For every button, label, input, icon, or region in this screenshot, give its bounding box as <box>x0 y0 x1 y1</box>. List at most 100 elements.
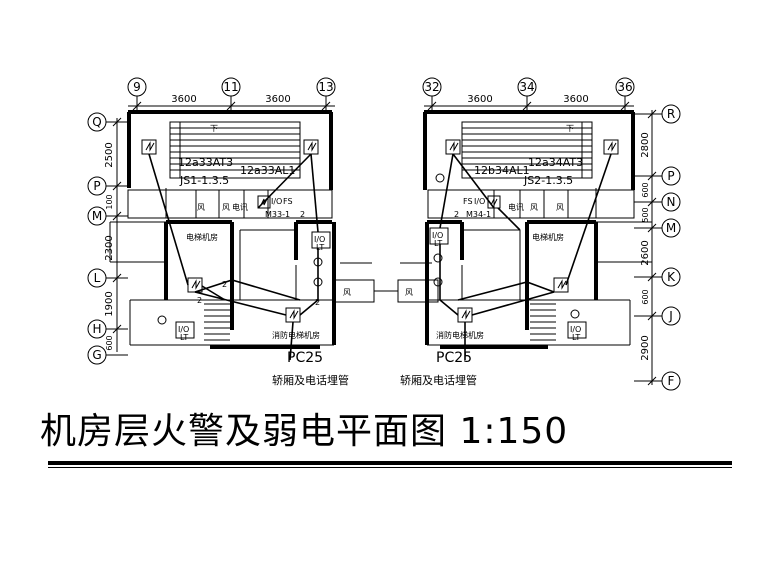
col-dim-right-2: 3600 <box>563 94 588 105</box>
col-dim-right-1: 3600 <box>467 94 492 105</box>
io-label-left-2: I/O <box>178 325 189 334</box>
smoke-detector-left-2 <box>303 139 319 155</box>
pipe-note-left: 轿厢及电话埋管 <box>272 373 349 387</box>
link-fan-label-right: 风 <box>405 288 413 297</box>
fan-label-right-2: 风 <box>556 203 564 212</box>
stair-left-lower <box>204 303 230 341</box>
phone-outlet-right-2 <box>433 277 443 287</box>
room-label-left-machine: 电梯机房 <box>186 232 218 242</box>
link-fan-label-left: 风 <box>343 288 351 297</box>
io-label-right-2: I/O <box>570 325 581 334</box>
room-label-left-telecom: 电讯 <box>232 202 248 212</box>
fs-label-right: FS <box>463 197 473 206</box>
right-plan-labels: 32 34 36 3600 3600 R P N M K J F 2800 60… <box>400 80 676 388</box>
cable-tag-right-1: 12b34AL1 <box>474 164 530 177</box>
smoke-detector-left-1 <box>141 139 157 155</box>
io-module-left-2 <box>175 321 195 339</box>
col-label-9: 9 <box>133 80 141 94</box>
drawing-title: 机房层火警及弱电平面图 1:150 <box>40 411 569 452</box>
io-label-right-1: I/O <box>432 231 443 240</box>
row-label-P: P <box>93 179 100 193</box>
panel-tag-left: M33-1 <box>265 210 290 219</box>
panel-tag-right: M34-1 <box>466 210 491 219</box>
pipe-label-right: PC25 <box>436 350 472 366</box>
corridor-band-left <box>127 189 333 219</box>
title-underline-thick <box>48 461 732 465</box>
io-label-right-top: I/O <box>474 197 485 206</box>
phone-outlet-right-1 <box>433 253 443 263</box>
stair-left <box>169 121 301 179</box>
cable-tag-right-2: 12a34AT3 <box>528 156 583 169</box>
smoke-detector-right-1 <box>445 139 461 155</box>
alarm-wiring-right <box>439 153 612 360</box>
io-module-left-1 <box>311 231 331 249</box>
stair-tag-right: JS2-1.3.5 <box>523 174 573 187</box>
fs-label-left: FS <box>283 197 293 206</box>
row-dim-left-1: 2500 <box>104 142 115 167</box>
lt-label-right-2: LT <box>572 333 580 342</box>
link-fan-box-right <box>397 279 439 303</box>
mark-left-3: 2 <box>197 296 202 305</box>
row-label-P-right: P <box>667 169 674 183</box>
pipe-label-left: PC25 <box>287 350 323 366</box>
row-label-H: H <box>92 322 101 336</box>
title-underline-thin <box>48 467 732 468</box>
down-label-right: 下 <box>566 124 574 133</box>
lt-label-left-1: LT <box>316 243 324 252</box>
row-label-N: N <box>667 195 676 209</box>
left-plan-labels: 9 11 13 3600 3600 Q P M L H G 2500 100 2… <box>92 80 349 387</box>
fan-label-left-2: 风 <box>222 203 230 212</box>
col-label-32: 32 <box>424 80 439 94</box>
phone-outlet-right-3 <box>435 173 445 183</box>
down-label-left: 下 <box>210 124 218 133</box>
io-label-left-1: I/O <box>314 235 325 244</box>
row-label-K: K <box>667 270 676 284</box>
row-label-R: R <box>667 107 675 121</box>
phone-outlet-right-4 <box>570 309 580 319</box>
room-label-right-machine: 电梯机房 <box>532 232 564 242</box>
corridor-band-right <box>427 189 635 219</box>
io-module-right-2 <box>567 321 587 339</box>
io-module-right-1 <box>429 227 449 245</box>
link-fan-box-left <box>333 279 375 303</box>
row-dim-left-4: 1900 <box>104 291 115 316</box>
row-label-L: L <box>94 271 101 285</box>
room-label-right-telecom: 电讯 <box>508 202 524 212</box>
mark-right-1: 2 <box>454 210 459 219</box>
row-label-M-right: M <box>666 221 676 235</box>
col-label-13: 13 <box>318 80 333 94</box>
cable-tag-left-1: 12a33AT3 <box>178 156 233 169</box>
lt-label-right-1: LT <box>434 239 442 248</box>
col-dim-left-2: 3600 <box>265 94 290 105</box>
col-label-34: 34 <box>519 80 534 94</box>
row-dim-right-6: 2900 <box>640 335 651 360</box>
row-dim-right-5: 600 <box>641 289 650 304</box>
io-label-left-top: I/O <box>271 197 282 206</box>
phone-outlet-left-3 <box>157 315 167 325</box>
room-label-left-fire-elevator: 消防电梯机房 <box>272 330 320 340</box>
mark-left-1: 2 <box>300 210 305 219</box>
row-dim-right-3: 500 <box>641 207 650 222</box>
stair-right <box>461 121 593 179</box>
row-label-G: G <box>92 348 101 362</box>
fan-label-right-1: 风 <box>530 203 538 212</box>
row-dim-right-4: 2600 <box>640 240 651 265</box>
pipe-note-right: 轿厢及电话埋管 <box>400 373 477 387</box>
col-label-11: 11 <box>223 80 238 94</box>
alarm-wiring-left <box>148 153 319 361</box>
row-dim-right-1: 2800 <box>640 132 651 157</box>
room-label-right-fire-elevator: 消防电梯机房 <box>436 330 484 340</box>
row-label-M: M <box>92 209 102 223</box>
mark-left-2: 2 <box>222 280 227 289</box>
lt-label-left-2: LT <box>180 333 188 342</box>
smoke-detector-right-2 <box>603 139 619 155</box>
smoke-detector-left-4 <box>285 307 301 323</box>
row-dim-left-2: 100 <box>105 194 114 209</box>
col-label-36: 36 <box>617 80 632 94</box>
row-label-J: J <box>668 309 673 323</box>
row-dim-left-5: 600 <box>105 335 114 350</box>
fan-label-left-1: 风 <box>197 203 205 212</box>
col-dim-left-1: 3600 <box>171 94 196 105</box>
row-label-F: F <box>668 374 675 388</box>
